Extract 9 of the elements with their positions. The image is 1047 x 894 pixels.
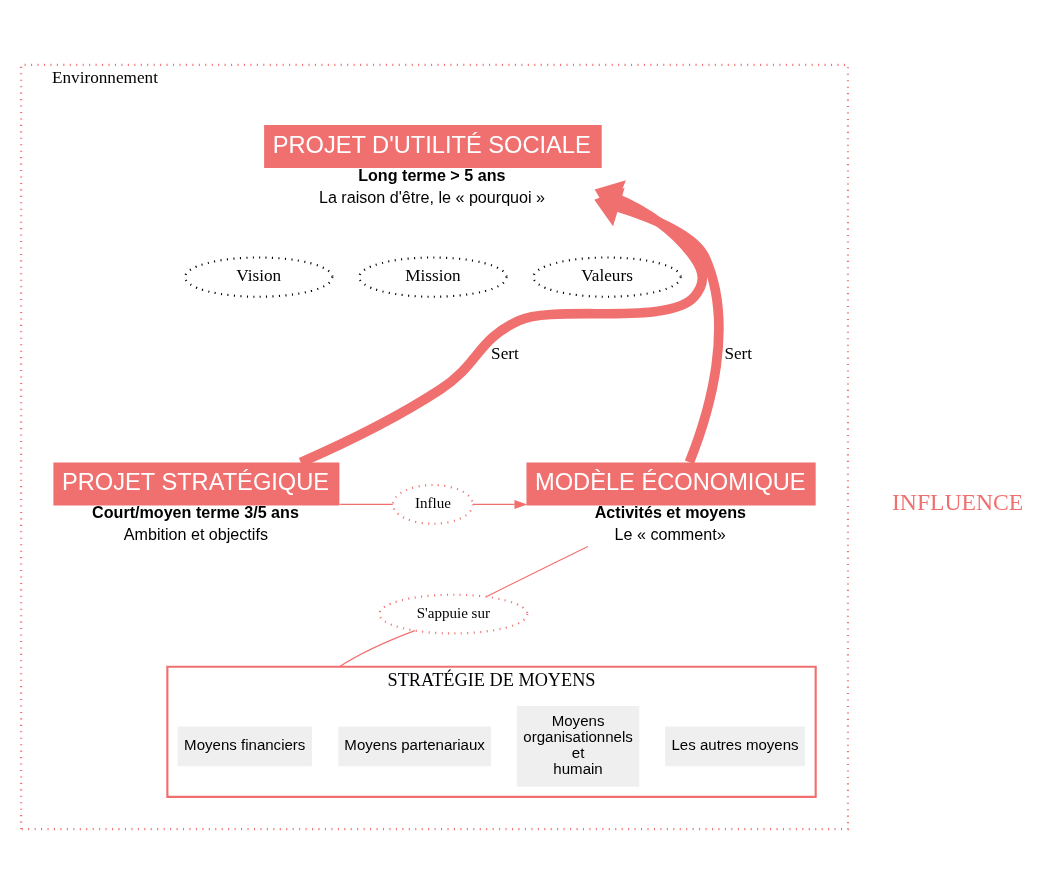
node-label: La raison d'être, le « pourquoi » [318, 187, 546, 206]
edge-label: Sert [491, 344, 519, 364]
node-label: Court/moyen terme 3/5 ans [92, 503, 299, 522]
edge-label: Sert [724, 344, 753, 364]
node-label: Activités et moyens [594, 503, 747, 522]
label: INFLUENCE [891, 489, 1024, 516]
node-label: Long terme > 5 ans [358, 166, 506, 185]
node-label: Le « comment» [614, 524, 726, 543]
node-label: Ambition et objectifs [123, 524, 268, 543]
